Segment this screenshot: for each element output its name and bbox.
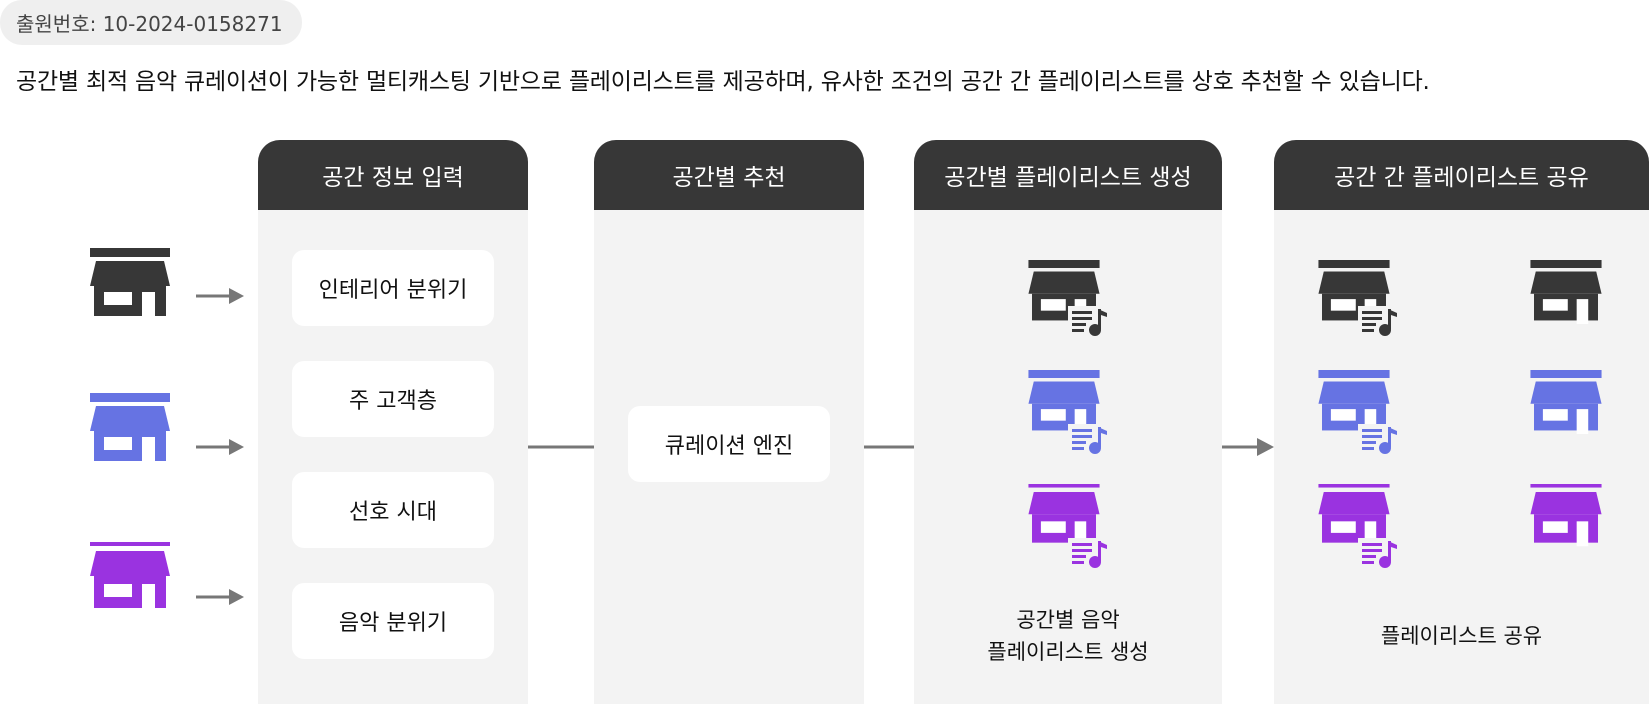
arrow-right-icon [196,437,244,457]
store-icon [1530,484,1602,548]
playlist-icon [1068,538,1110,570]
store-icon [1028,484,1100,548]
panel-space-info-input: 공간 정보 입력 인테리어 분위기 주 고객층 선호 시대 음악 분위기 [258,140,528,704]
panel-caption: 공간별 음악 플레이리스트 생성 [914,604,1222,668]
card-preferred-era: 선호 시대 [292,472,494,548]
panel-playlist-generation: 공간별 플레이리스트 생성 공간별 음악 플레이리스트 생성 [914,140,1222,704]
store-icon [1530,260,1602,324]
card-curation-engine: 큐레이션 엔진 [628,406,830,482]
panel-space-recommendation: 공간별 추천 큐레이션 엔진 [594,140,864,704]
store-icon [1530,370,1602,434]
arrow-right-icon [196,286,244,306]
panel-title: 공간별 플레이리스트 생성 [914,140,1222,210]
card-interior-mood: 인테리어 분위기 [292,250,494,326]
playlist-icon [1358,538,1400,570]
caption-line-1: 공간별 음악 [1016,608,1120,632]
store-icon [1028,370,1100,434]
playlist-icon [1358,306,1400,338]
panel-title: 공간 간 플레이리스트 공유 [1274,140,1649,210]
playlist-icon [1358,424,1400,456]
panel-title: 공간별 추천 [594,140,864,210]
playlist-icon [1068,424,1110,456]
store-icon [1318,484,1390,548]
arrow-head-3-4 [1257,438,1274,456]
arrow-right-icon [196,587,244,607]
caption-line-2: 플레이리스트 생성 [987,640,1149,664]
panel-caption: 플레이리스트 공유 [1380,624,1543,648]
card-main-customers: 주 고객층 [292,361,494,437]
card-music-mood: 음악 분위기 [292,583,494,659]
store-icon [90,542,170,614]
panel-title: 공간 정보 입력 [258,140,528,210]
playlist-icon [1068,306,1110,338]
store-icon [90,393,170,465]
page-title: 공간별 최적 음악 큐레이션이 가능한 멀티캐스팅 기반으로 플레이리스트를 제… [16,69,1430,95]
application-number-badge: 출원번호: 10-2024-0158271 [0,0,302,45]
store-icon [90,248,170,320]
